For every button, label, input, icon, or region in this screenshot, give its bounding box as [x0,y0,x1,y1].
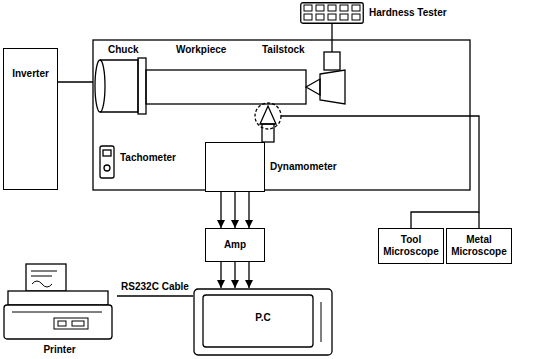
tester-probe [324,52,340,70]
signal-connector [248,262,249,288]
keypad-key [328,14,336,20]
node-label: Printer [2,344,117,356]
label-holder: Chuck [108,44,139,56]
printer-paper [26,264,66,291]
microscope-box: Metal Microscope [446,228,512,264]
cable-label: RS232C Cable [119,281,191,293]
signal-connector [234,192,235,228]
printer-button [58,321,66,326]
monitor-case [194,289,332,355]
printer-shape [2,262,117,358]
monitor-control [321,302,322,342]
part-label: Tachometer [120,152,176,164]
microscope-wire [478,212,479,228]
node-label: Metal Microscope [447,234,511,258]
keypad-key [304,5,312,11]
amp-box: Amp [205,228,265,262]
tool-holder [262,124,274,142]
node-label: Hardness Tester [369,7,447,19]
node-label: Inverter [4,68,57,80]
label-holder: Workpiece [176,44,226,56]
label-holder: Tachometer [120,152,176,164]
keypad-key [328,5,336,11]
tester-shape [300,2,364,24]
signal-connector [248,192,249,228]
edge-label-holder: RS232C Cable [119,281,191,293]
tester-case [301,3,364,24]
chuck-plate [138,58,146,114]
printer-body [4,305,112,339]
signal-connector [234,262,235,288]
keypad-key [352,5,360,11]
printer: Printer [2,262,117,358]
part-label: Tailstock [262,44,305,56]
printer-slot [12,312,102,313]
node-label: Dynamometer [270,161,337,173]
part-label: Workpiece [176,44,226,56]
tester-wire [331,24,332,52]
node-label: Tool Microscope [379,234,443,258]
tailstock-center [306,79,320,95]
node-label: Amp [206,239,264,251]
workpiece-bar [146,70,306,104]
keypad-key [340,14,348,20]
keypad-key [352,14,360,20]
keypad-key [304,14,312,20]
inverter-wire [58,81,93,82]
cutting-tool [260,106,276,124]
printer-button [72,321,84,326]
label-holder: Tailstock [262,44,305,56]
signal-connector [220,262,221,288]
signal-connector [117,295,193,296]
chuck-body [100,60,138,112]
keypad-key [340,5,348,11]
paper-marks [31,271,57,287]
lathe-frame [93,40,470,190]
tailstock-body [320,70,345,104]
keypad-key [316,14,324,20]
hardness-tester: Hardness Tester [300,2,364,24]
chuck-end [95,60,105,112]
inverter-box: Inverter [3,48,58,190]
tachometer-display [103,150,111,156]
keypad-key [316,5,324,11]
part-label: Chuck [108,44,139,56]
tachometer-icon [100,146,114,178]
printer-top [8,291,108,305]
signal-connector [220,192,221,228]
microscope-box: Tool Microscope [378,228,444,264]
printer-panel [54,318,88,329]
tachometer-button [104,165,110,171]
node-label: P.C [193,312,333,324]
dynamometer-box: Dynamometer [205,142,265,192]
tool-circle [255,103,281,129]
pc-monitor: P.C [193,288,333,356]
